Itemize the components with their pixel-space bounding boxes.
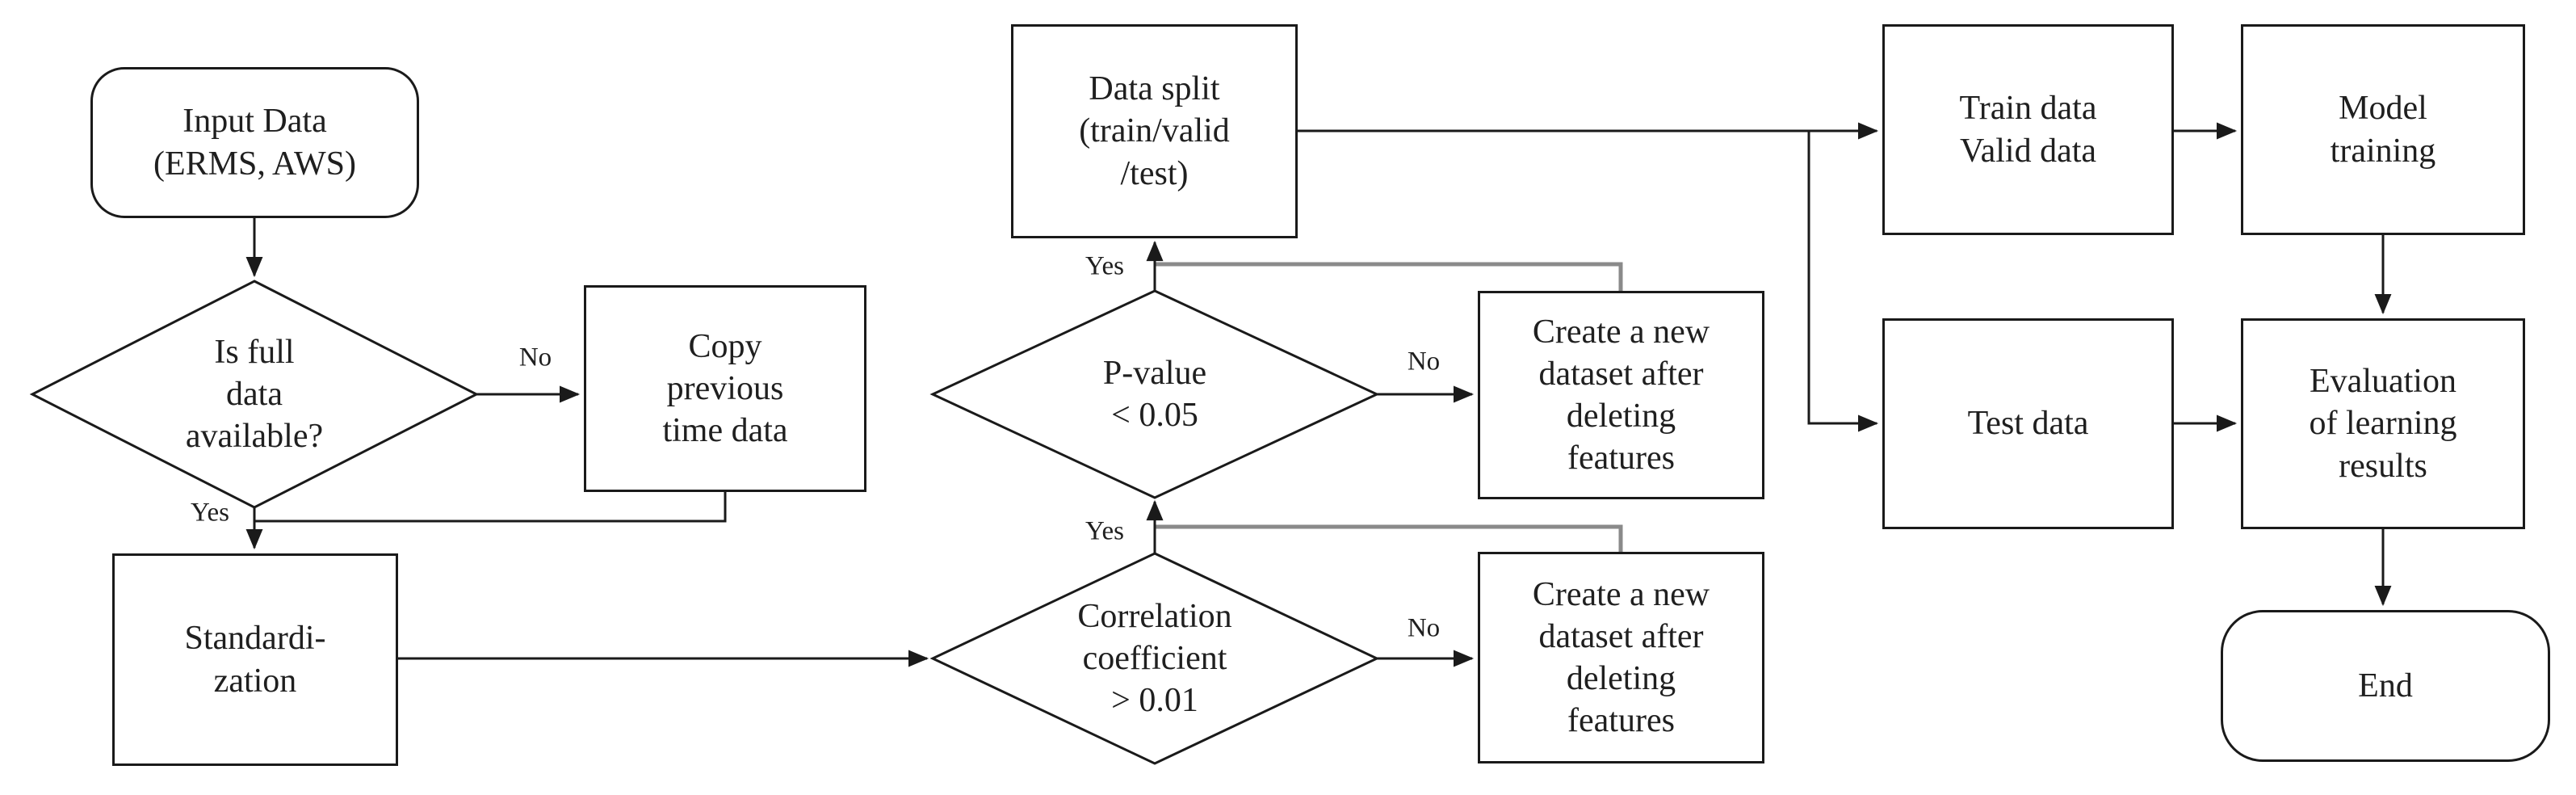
decision-availability-shape bbox=[29, 280, 480, 509]
node-data-split: Data split (train/valid /test) bbox=[1011, 24, 1298, 238]
decision-correlation-shape bbox=[929, 552, 1380, 765]
edge-label-correlation-yes: Yes bbox=[1081, 516, 1128, 547]
node-evaluation: Evaluation of learning results bbox=[2241, 318, 2525, 529]
connector-create-dataset-bottom-loop bbox=[1155, 524, 1623, 552]
edge-label-pvalue-yes: Yes bbox=[1081, 251, 1128, 282]
node-end: End bbox=[2221, 610, 2550, 762]
decision-pvalue-shape bbox=[929, 289, 1380, 499]
node-copy-previous-time-data: Copy previous time data bbox=[584, 285, 866, 492]
edge-label-correlation-no: No bbox=[1403, 613, 1444, 644]
edge-label-availability-yes: Yes bbox=[187, 498, 233, 528]
node-create-dataset-after-correlation: Create a new dataset after deleting feat… bbox=[1478, 552, 1764, 763]
connector-data-split-branch-to-test bbox=[1807, 131, 1879, 432]
connector-create-dataset-top-loop bbox=[1155, 262, 1623, 291]
node-create-dataset-after-pvalue: Create a new dataset after deleting feat… bbox=[1478, 291, 1764, 499]
node-model-training: Model training bbox=[2241, 24, 2525, 235]
edge-label-availability-no: No bbox=[515, 343, 556, 373]
node-test-data: Test data bbox=[1882, 318, 2174, 529]
node-input-data: Input Data (ERMS, AWS) bbox=[90, 67, 419, 218]
node-standardization: Standardi- zation bbox=[112, 553, 398, 766]
edge-label-pvalue-no: No bbox=[1403, 347, 1444, 377]
node-train-valid-data: Train data Valid data bbox=[1882, 24, 2174, 235]
connector-copy-previous-merge bbox=[254, 492, 727, 523]
